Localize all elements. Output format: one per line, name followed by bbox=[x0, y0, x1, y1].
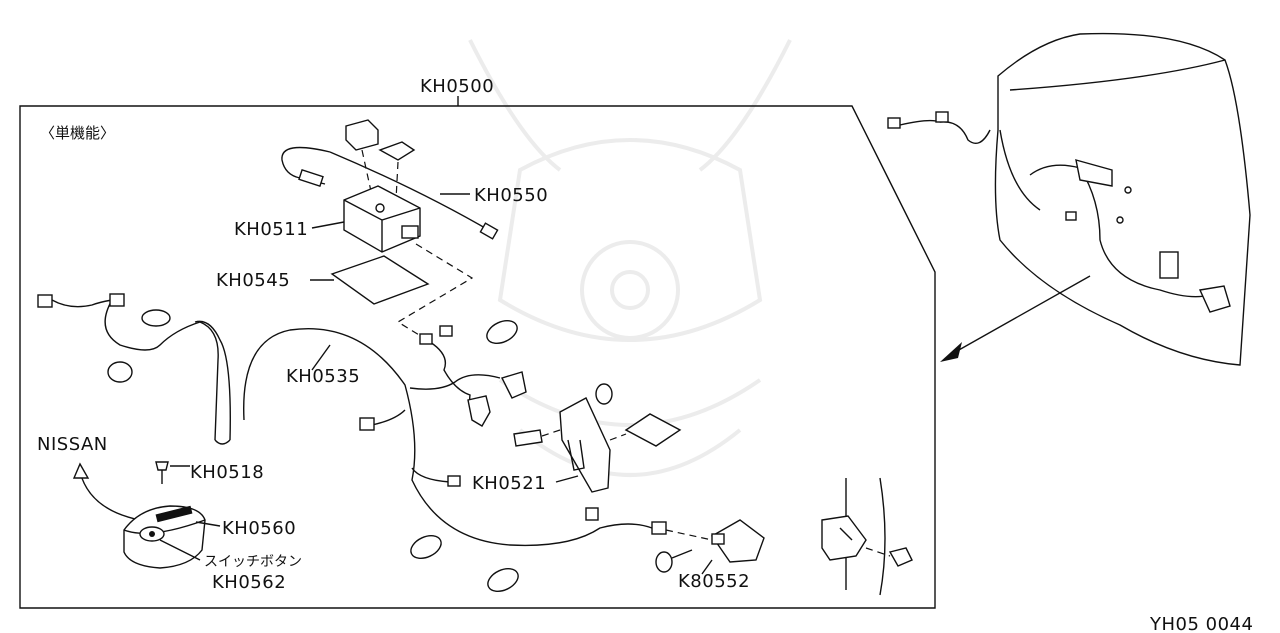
switch-k80552 bbox=[655, 519, 765, 573]
inset-arrow-line bbox=[949, 275, 1091, 356]
vehicle-inset bbox=[887, 32, 1251, 366]
label-kh0511: KH0511 bbox=[234, 219, 308, 240]
switch-button-label: スイッチボタン bbox=[204, 554, 302, 570]
label-kh0518: KH0518 bbox=[190, 462, 264, 483]
label-kh0545: KH0545 bbox=[216, 270, 290, 291]
assembly-label: KH0500 bbox=[420, 76, 494, 97]
bracket bbox=[513, 383, 682, 493]
label-k80552: K80552 bbox=[678, 571, 750, 592]
label-kh0535: KH0535 bbox=[286, 366, 360, 387]
harness bbox=[243, 325, 667, 547]
top-caps bbox=[345, 119, 416, 161]
label-kh0562: KH0562 bbox=[212, 572, 286, 593]
label-kh0550: KH0550 bbox=[474, 185, 548, 206]
clips bbox=[410, 319, 519, 593]
watermark bbox=[468, 39, 792, 477]
left-harness bbox=[37, 293, 231, 445]
label-kh0521: KH0521 bbox=[472, 473, 546, 494]
brand-arrow bbox=[79, 471, 141, 521]
inset-arrowhead bbox=[940, 342, 962, 362]
door-latch bbox=[821, 477, 913, 596]
control-module bbox=[343, 185, 421, 253]
label-kh0560: KH0560 bbox=[222, 518, 296, 539]
variant-label: 〈単機能〉 bbox=[40, 124, 115, 142]
antenna-wire bbox=[281, 146, 499, 240]
assembly-frame bbox=[19, 105, 936, 609]
screw-kh0518 bbox=[155, 461, 169, 484]
adhesive-pad bbox=[330, 255, 430, 305]
brand-label: NISSAN bbox=[37, 434, 108, 455]
key-fob bbox=[123, 505, 206, 569]
figure-code: YH05 0044 bbox=[1149, 614, 1253, 633]
